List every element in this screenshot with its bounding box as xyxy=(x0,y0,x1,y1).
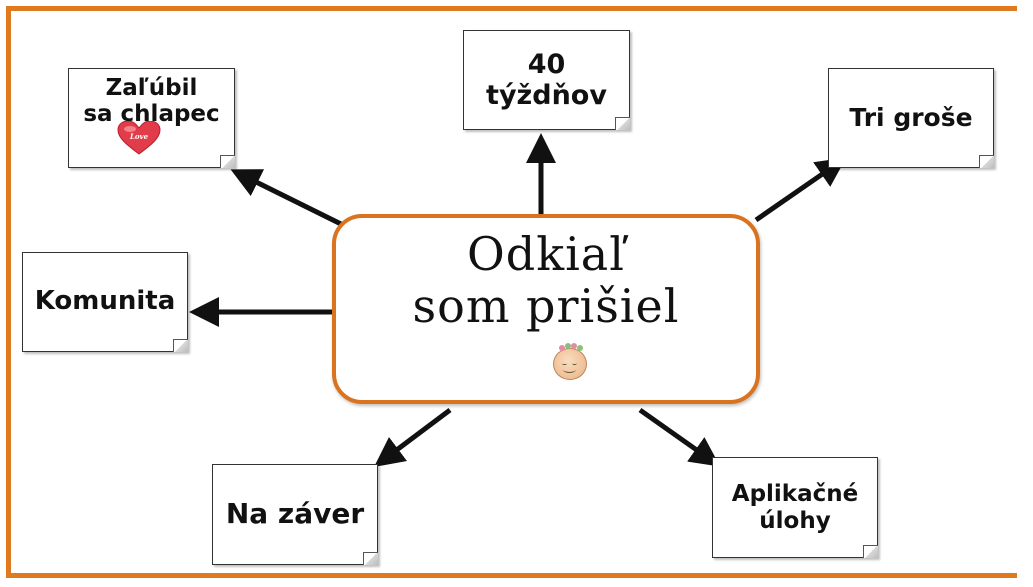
baby-face-icon xyxy=(553,343,587,380)
center-topic: Odkiaľ som prišiel xyxy=(332,214,760,404)
heart-icon-text: Love xyxy=(129,132,149,141)
center-title: Odkiaľ som prišiel xyxy=(412,227,680,333)
node-aplikacne-label: Aplikačné úlohy xyxy=(731,481,859,534)
baby-mouth xyxy=(563,366,576,373)
node-nazaver: Na záver xyxy=(212,464,378,565)
page-curl xyxy=(863,545,878,558)
node-trigrose: Tri groše xyxy=(828,68,994,168)
page-curl xyxy=(220,155,235,168)
node-40tyzdnov-label: 40 týždňov xyxy=(486,48,607,111)
page-curl xyxy=(979,155,994,168)
page-curl xyxy=(363,552,378,565)
arrow-to-nazaver xyxy=(374,408,452,467)
frame-edge xyxy=(1017,6,1033,578)
arrow-to-trigrose xyxy=(754,157,847,223)
slide-frame xyxy=(6,6,1021,578)
flower-hair-icon xyxy=(559,343,583,351)
heart-icon: Love xyxy=(117,121,161,155)
node-zalubil: Zaľúbil sa chlapec Love xyxy=(68,68,235,168)
page-curl xyxy=(615,117,630,130)
node-trigrose-label: Tri groše xyxy=(849,102,973,132)
arrow-to-aplikacne xyxy=(638,407,721,467)
node-40tyzdnov: 40 týždňov xyxy=(463,30,630,130)
node-komunita-label: Komunita xyxy=(34,286,176,317)
node-aplikacne: Aplikačné úlohy xyxy=(712,457,878,558)
node-nazaver-label: Na záver xyxy=(225,497,365,531)
node-komunita: Komunita xyxy=(22,252,188,352)
baby-eye xyxy=(562,362,567,365)
node-zalubil-label: Zaľúbil sa chlapec xyxy=(83,75,220,128)
arrow-to-zalubil xyxy=(230,169,347,229)
baby-eye xyxy=(572,362,577,365)
page-curl xyxy=(173,339,188,352)
